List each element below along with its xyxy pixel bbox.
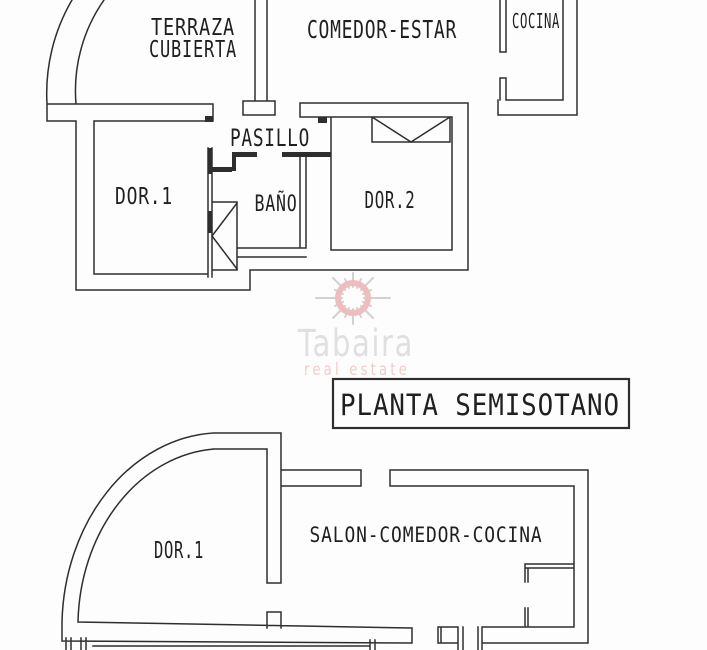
door-jamb-tick (205, 116, 213, 122)
lower-floor-plan: PLANTA SEMISOTANO DOR.1 SALON-COMEDOR-CO… (61, 377, 631, 650)
upper-floor-plan: TERRAZA CUBIERTA COMEDOR-ESTAR COCINA PA… (45, 0, 578, 291)
lower-plan-labels: DOR.1 SALON-COMEDOR-COCINA (154, 523, 543, 564)
upper-plan-walls-group (45, 0, 578, 291)
room-label-bano: BAÑO (255, 190, 298, 217)
bathroom-wall-segment (208, 148, 212, 174)
hall-partition-bar (212, 167, 232, 172)
bath-door-jamb-right (282, 152, 331, 157)
bath-door-jamb-left (232, 152, 257, 157)
room-label-dor1-upper: DOR.1 (115, 184, 173, 210)
room-label-pasillo: PASILLO (230, 124, 310, 152)
plan-title-box (331, 377, 631, 430)
room-label-salon-comedor-cocina: SALON-COMEDOR-COCINA (310, 523, 543, 547)
watermark-brand: Tabaira (297, 322, 414, 365)
room-label-dor2: DOR.2 (365, 188, 416, 214)
upper-plan-walls (45, 0, 578, 291)
sun-compass-icon (315, 272, 391, 325)
door-jamb-tick (318, 117, 327, 123)
watermark: Tabaira real estate (297, 272, 414, 380)
hall-partition-riser (232, 157, 236, 171)
upper-plan-door-jambs (205, 116, 331, 233)
bathroom-wall-segment (208, 211, 212, 233)
room-label-comedor-estar: COMEDOR-ESTAR (307, 15, 457, 44)
room-label-dor1-lower: DOR.1 (154, 538, 204, 564)
upper-plan-labels: TERRAZA CUBIERTA COMEDOR-ESTAR COCINA PA… (115, 9, 560, 217)
room-label-terraza-line1: TERRAZA (151, 15, 235, 41)
lower-plan-walls (61, 432, 589, 650)
room-label-cocina: COCINA (512, 9, 560, 33)
lower-plan-walls-group (61, 432, 589, 650)
watermark-tagline: real estate (304, 360, 410, 380)
room-label-terraza-line2: CUBIERTA (149, 37, 237, 63)
sun-ring (335, 280, 371, 316)
plan-title: PLANTA SEMISOTANO (340, 388, 620, 422)
